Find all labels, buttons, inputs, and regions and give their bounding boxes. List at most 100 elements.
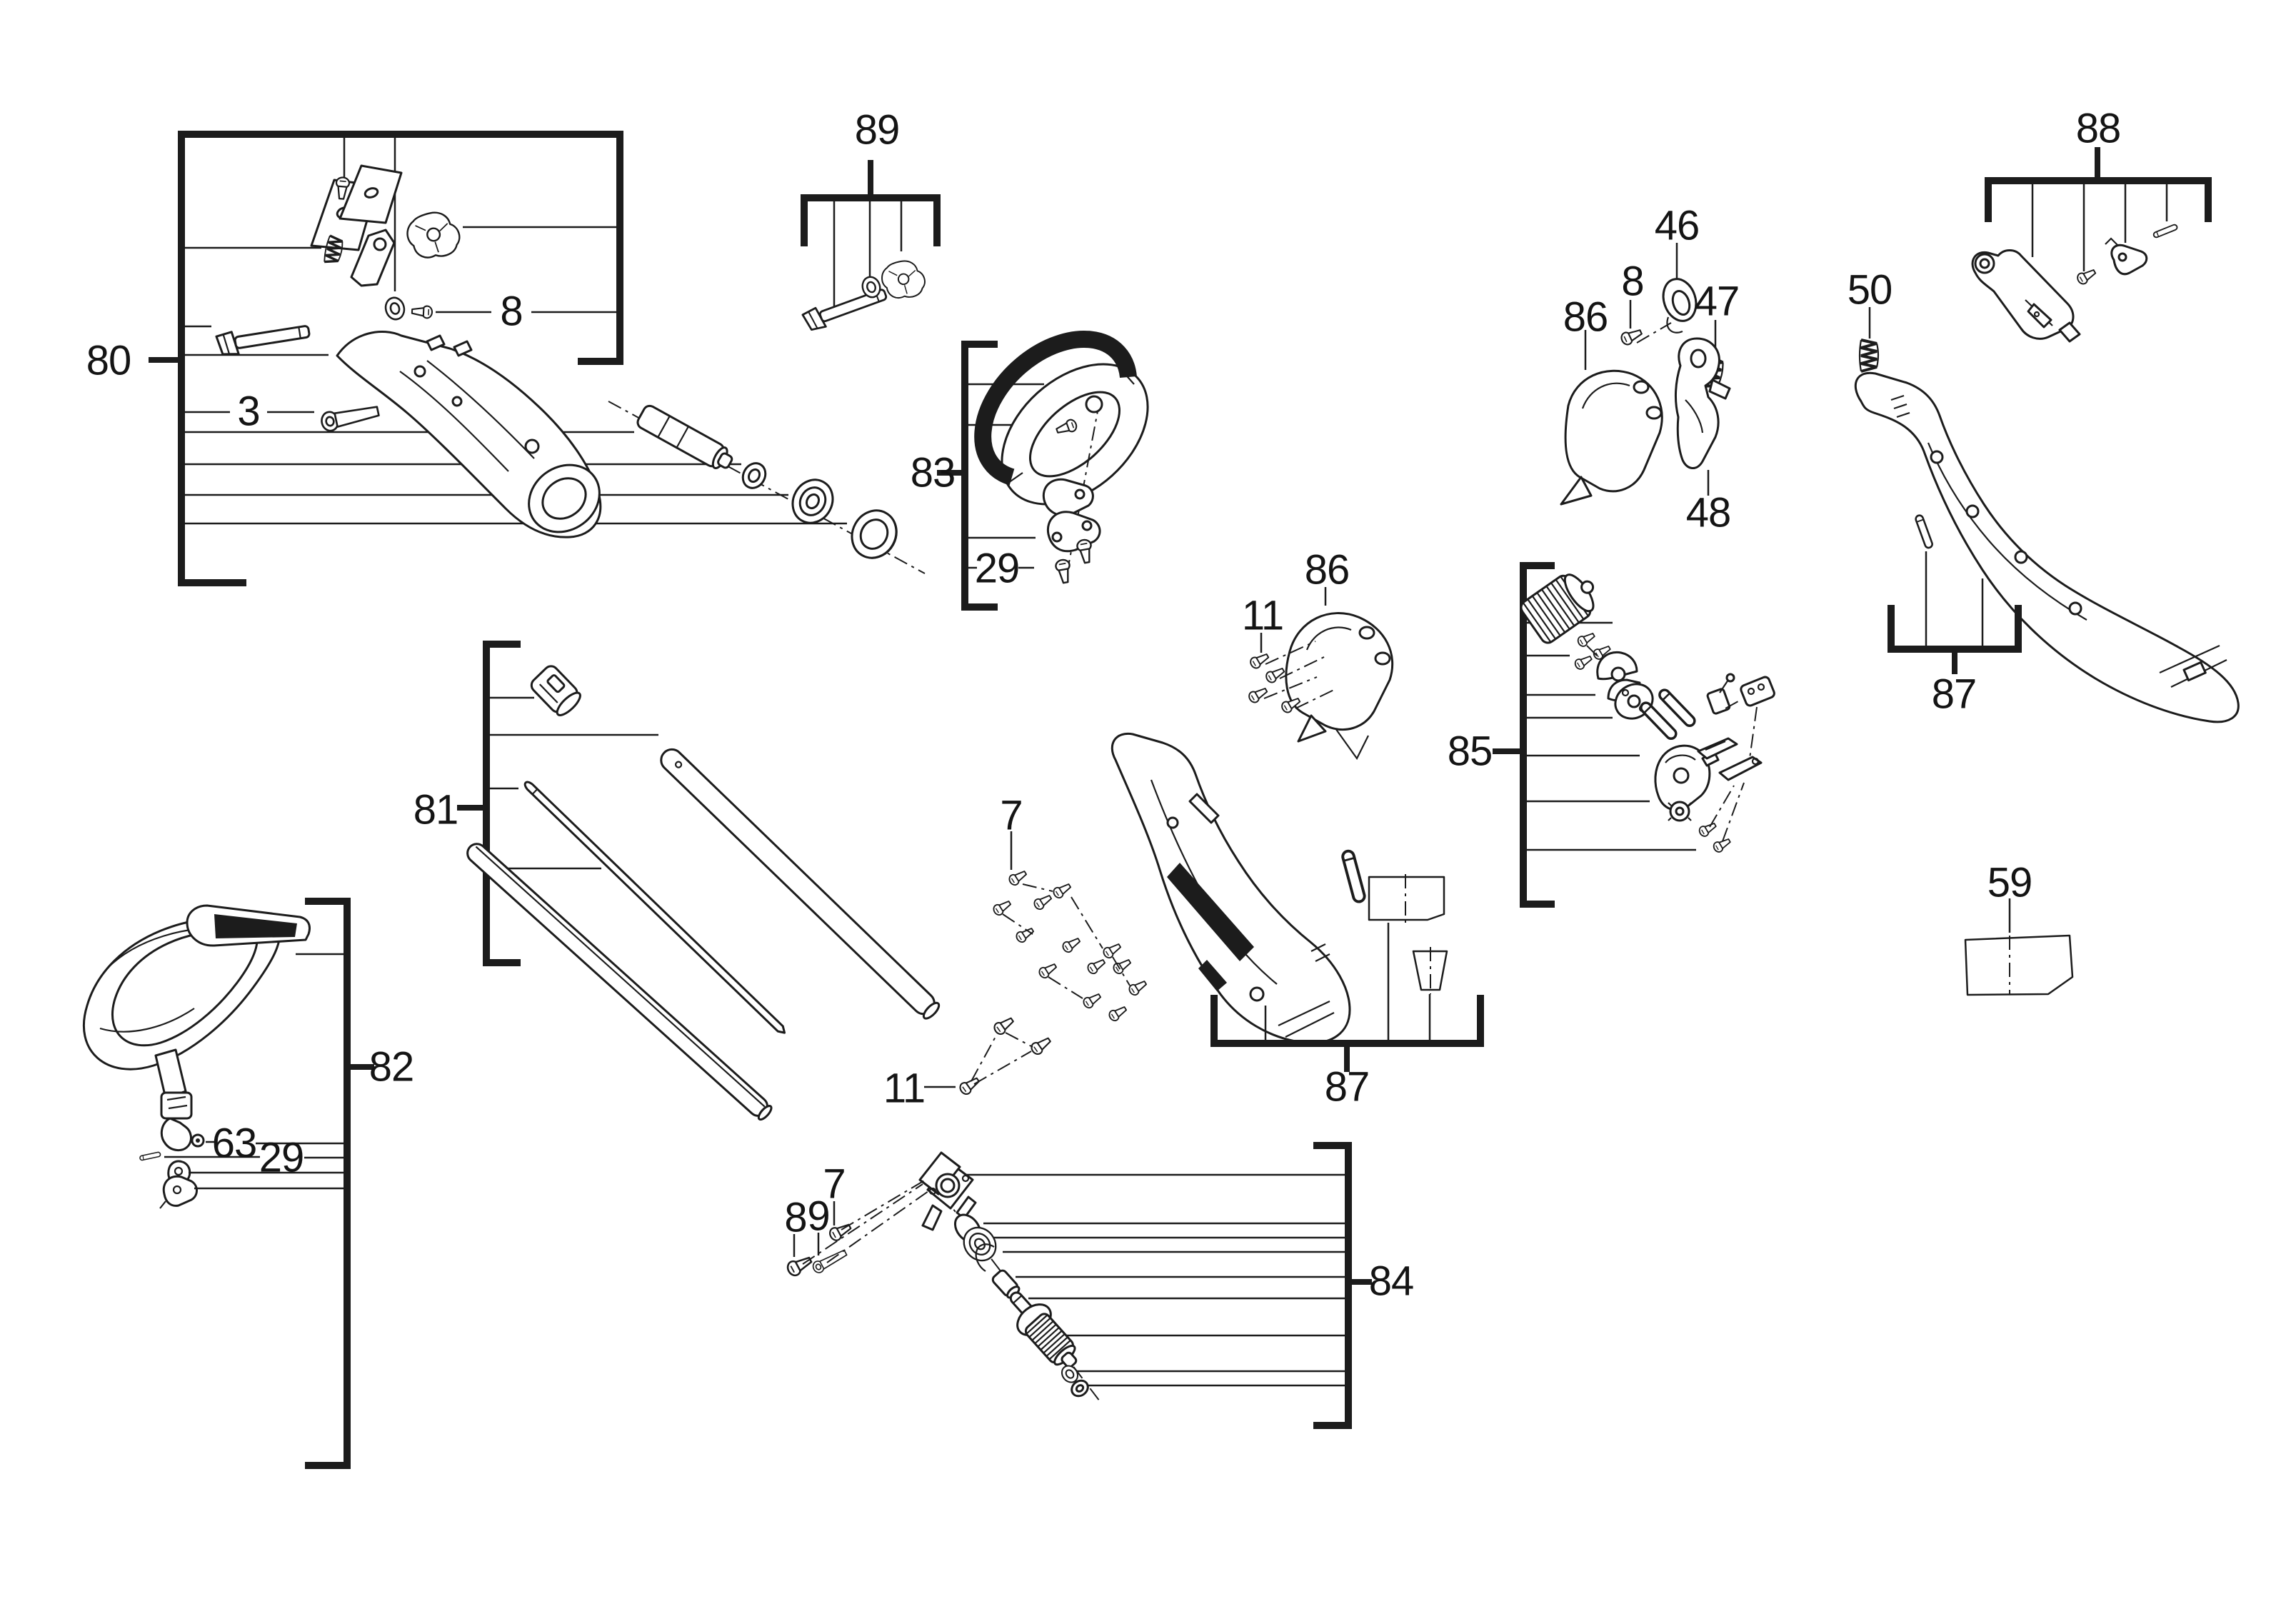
bearing-ring xyxy=(851,509,898,559)
screw-8-84 xyxy=(784,1252,815,1279)
housing-pin-left xyxy=(1340,848,1368,905)
group-80-bracket xyxy=(178,131,623,586)
group-88-bracket xyxy=(1985,177,2212,222)
bevel-gear-assembly xyxy=(1016,1303,1078,1368)
socket-screw-3 xyxy=(319,401,381,433)
handle-nut xyxy=(1085,395,1103,413)
pin-29 xyxy=(139,1151,161,1161)
shoulder-strap xyxy=(83,904,311,1151)
callout-89: 89 xyxy=(854,106,901,154)
callout-11-bottom: 11 xyxy=(883,1065,926,1112)
ball-bearing xyxy=(783,471,842,531)
callout-8-group80: 8 xyxy=(500,288,523,335)
center-housing-group xyxy=(924,587,1484,1097)
hex-bolt xyxy=(214,319,312,359)
plug-screw-8 xyxy=(411,304,433,319)
strap-pad xyxy=(186,904,311,947)
label-plate-85 xyxy=(1740,676,1775,707)
clamp-upper xyxy=(1042,478,1094,517)
drive-shaft-stub xyxy=(636,404,733,469)
gearcase-cover-topright xyxy=(1560,369,1663,506)
callout-48: 48 xyxy=(1685,489,1732,536)
group-81 xyxy=(457,641,941,1121)
clamp-lower xyxy=(1046,511,1101,553)
callout-29-group83: 29 xyxy=(974,545,1021,592)
screw-cluster-7 xyxy=(991,867,1149,1023)
latch-88 xyxy=(2105,237,2148,276)
callout-50: 50 xyxy=(1847,266,1893,314)
callout-84: 84 xyxy=(1368,1258,1415,1305)
group-87-right-bracket xyxy=(1888,605,2022,653)
callout-7-middle: 7 xyxy=(1000,792,1023,839)
carrier-screws xyxy=(1697,782,1745,855)
fuel-logo-patch xyxy=(1198,960,1227,991)
callout-85: 85 xyxy=(1447,728,1493,775)
callout-8-group84: 8 xyxy=(784,1194,807,1241)
group-82-bracket xyxy=(305,898,351,1469)
hanger-clamp-lower xyxy=(159,1175,198,1209)
strap-tail xyxy=(154,1048,187,1100)
milwaukee-logo-patch xyxy=(1167,863,1254,961)
group-80 xyxy=(149,131,926,586)
handle-knob xyxy=(878,257,928,303)
knob-washer xyxy=(382,294,408,323)
strap-hook xyxy=(160,1117,192,1151)
callout-59: 59 xyxy=(1987,859,2033,906)
trigger-48 xyxy=(1674,337,1731,469)
clamp-knob xyxy=(403,207,464,264)
warning-sticker xyxy=(1368,874,1445,923)
group-89 xyxy=(801,160,941,334)
handle-grip xyxy=(974,331,1137,486)
group-83 xyxy=(937,331,1149,611)
screw-7-84 xyxy=(827,1220,854,1243)
callout-86-middle: 86 xyxy=(1304,546,1350,593)
right-housing-group xyxy=(1854,371,2240,723)
rubber-boot-46 xyxy=(1662,278,1698,334)
shaft-coupler xyxy=(530,665,581,716)
housing-half-left xyxy=(1111,732,1351,1045)
cover-screws-11 xyxy=(1246,641,1338,715)
callout-9-group84: 9 xyxy=(807,1193,830,1240)
callout-29-group82: 29 xyxy=(259,1134,305,1181)
grease-cone xyxy=(1412,947,1448,994)
latch-lever xyxy=(350,229,396,287)
pin-88 xyxy=(2152,223,2179,239)
callout-87-right: 87 xyxy=(1931,671,1977,718)
callout-46: 46 xyxy=(1654,202,1700,249)
callout-80: 80 xyxy=(86,337,132,384)
housing-pin-right xyxy=(1913,513,1935,550)
gearbox-mount-plate xyxy=(918,1151,977,1231)
coupler-housing xyxy=(336,331,602,538)
trigger-parts-cluster xyxy=(1560,243,1880,506)
motor-85 xyxy=(1520,573,1595,644)
callout-11-middle: 11 xyxy=(1241,592,1284,639)
lever-plate-b xyxy=(339,164,403,224)
callout-87-bottom: 87 xyxy=(1324,1063,1370,1111)
callout-8-topright: 8 xyxy=(1621,258,1644,305)
screw-8-topright xyxy=(1618,325,1645,347)
group-84 xyxy=(784,1142,1372,1429)
gearcase-cover-middle xyxy=(1285,612,1394,761)
group-85 xyxy=(1493,562,1775,908)
callout-63: 63 xyxy=(211,1120,258,1167)
trigger-handle-assembly xyxy=(1971,249,2081,343)
group-82 xyxy=(83,898,374,1469)
part-59-sticker xyxy=(1964,898,2074,996)
callout-3: 3 xyxy=(237,388,260,435)
group-85-bracket xyxy=(1520,562,1555,908)
lower-shaft-tube xyxy=(466,843,773,1121)
switch-85 xyxy=(1706,673,1735,715)
callout-83: 83 xyxy=(910,449,956,496)
nut-84 xyxy=(1071,1379,1089,1398)
linkage-85 xyxy=(1697,737,1738,760)
spring-50 xyxy=(1858,339,1880,373)
group-81-bracket xyxy=(483,641,521,966)
callout-7-group84: 7 xyxy=(823,1161,846,1208)
callout-82: 82 xyxy=(369,1043,415,1091)
shaft-washer xyxy=(737,458,771,493)
snap-ring-84 xyxy=(975,1243,995,1272)
callout-86-topright: 86 xyxy=(1563,294,1609,341)
group-88 xyxy=(1971,147,2212,343)
